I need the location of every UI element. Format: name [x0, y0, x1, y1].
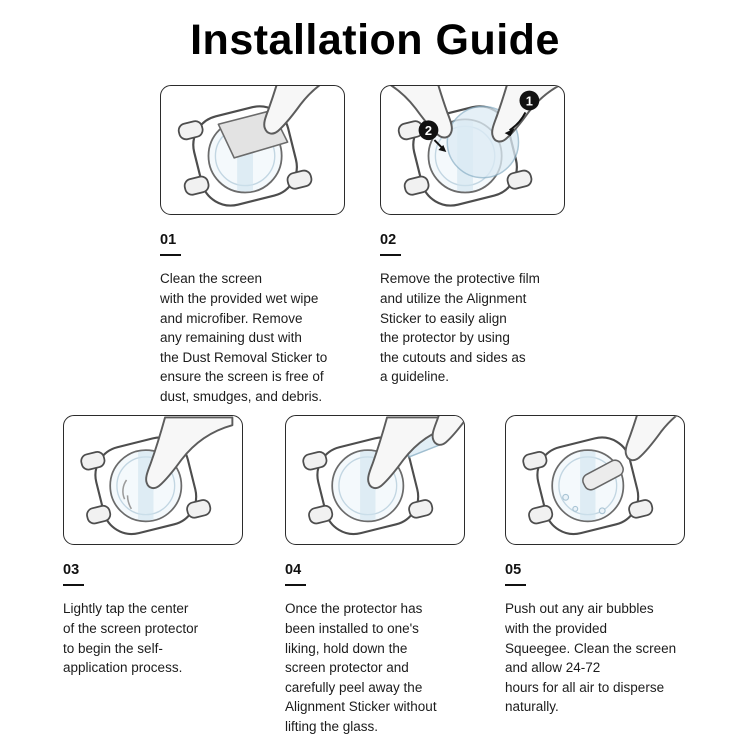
- step-5-number: 05: [505, 562, 522, 578]
- step-1-text: Clean the screen with the provided wet w…: [160, 271, 328, 404]
- arrow-down-right-icon: [433, 139, 447, 152]
- svg-text:1: 1: [526, 93, 533, 108]
- step-3-rule: [63, 584, 84, 587]
- svg-text:2: 2: [425, 123, 432, 138]
- badge-2: 2: [418, 120, 439, 141]
- step-4-illustration-panel: [285, 415, 465, 545]
- page-title: Installation Guide: [190, 16, 560, 64]
- arrow-down-left-icon: [504, 111, 527, 137]
- badge-1: 1: [519, 90, 540, 111]
- step-3: 03 Lightly tap the center of the screen …: [63, 415, 268, 678]
- step-2-text: Remove the protective film and utilize t…: [380, 271, 540, 385]
- step-1-illustration-panel: [160, 85, 345, 215]
- step-1-rule: [160, 254, 181, 257]
- tap-lines-icon: [122, 479, 133, 510]
- step-4-number: 04: [285, 562, 302, 578]
- hand-icon: [624, 416, 684, 462]
- step-3-number: 03: [63, 562, 80, 578]
- step-5-rule: [505, 584, 526, 587]
- step-2: 1 2 02 Remove the protective film and ut…: [380, 85, 585, 387]
- step-2-illustration-panel: 1 2: [380, 85, 565, 215]
- step-2-number: 02: [380, 232, 397, 248]
- step-1-number: 01: [160, 232, 177, 248]
- step-5-text: Push out any air bubbles with the provid…: [505, 601, 677, 715]
- step-5-illustration-panel: [505, 415, 685, 545]
- squeegee-icon: [582, 459, 624, 491]
- step-4-rule: [285, 584, 306, 587]
- step-1: 01 Clean the screen with the provided we…: [160, 85, 365, 406]
- step-3-illustration-panel: [63, 415, 243, 545]
- hand-icon: [263, 86, 344, 135]
- step-5: 05 Push out any air bubbles with the pro…: [505, 415, 710, 717]
- step-4-text: Once the protector has been installed to…: [285, 601, 437, 734]
- hand-icon: [431, 416, 464, 446]
- step-4: 04 Once the protector has been installed…: [285, 415, 490, 736]
- step-3-text: Lightly tap the center of the screen pro…: [63, 601, 199, 676]
- air-bubbles-icon: [562, 493, 606, 515]
- step-2-rule: [380, 254, 401, 257]
